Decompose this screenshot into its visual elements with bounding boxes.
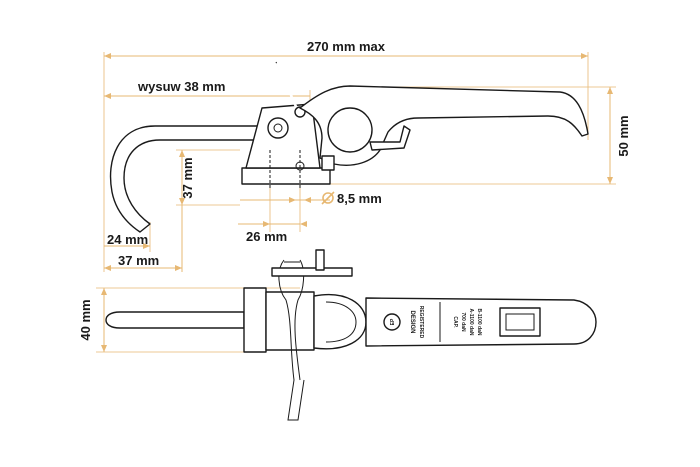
hole-spacing-label: 26 mm [246,229,287,244]
top-rod [105,311,245,329]
cam-hole [327,107,373,153]
hook-rod [109,125,261,233]
hook-height-label: 37 mm [180,157,195,198]
logo-badge: EP [383,313,401,331]
design-text: DESIGN [409,310,415,333]
latch-side-view [109,61,589,233]
dimension-hook-height: 37 mm [176,149,240,272]
dimension-hook-width-large: 37 mm [104,253,182,271]
dimension-base-width: 40 mm [78,287,300,353]
total-height-label: 50 mm [616,115,631,156]
dimension-hook-width-small: 24 mm [104,222,151,252]
top-base-left [243,287,267,353]
logo-text: EP [390,318,396,325]
hook-width-small-label: 24 mm [107,232,148,247]
capacity-title: CAP. [452,316,458,328]
top-slot [499,307,541,337]
extension-label: wysuw 38 mm [137,79,225,94]
diameter-icon [321,191,335,205]
dimension-hole-diameter: 8,5 mm [240,191,382,206]
capacity-b: B-1100 daN [476,309,482,336]
pivot-circle [267,117,289,139]
pivot-hole [273,123,283,133]
top-pin-head [315,249,325,271]
hook-width-large-label: 37 mm [118,253,159,268]
dimension-extension: wysuw 38 mm [104,79,311,106]
latch-top-view: EP DESIGN REGISTERED CAP. 700 daN A-1100… [105,249,597,421]
spring-block [321,155,335,171]
cam-clip [369,125,411,151]
capacity-a: A-1100 daN [468,309,474,336]
registered-text: REGISTERED [418,306,424,339]
base-plate [241,167,331,185]
capacity-value: 700 daN [460,312,466,332]
hole-diameter-label: 8,5 mm [337,191,382,206]
dimension-overall-length: 270 mm max [103,39,589,272]
top-cross-pin [271,267,353,277]
base-width-label: 40 mm [78,299,93,340]
overall-length-label: 270 mm max [307,39,386,54]
